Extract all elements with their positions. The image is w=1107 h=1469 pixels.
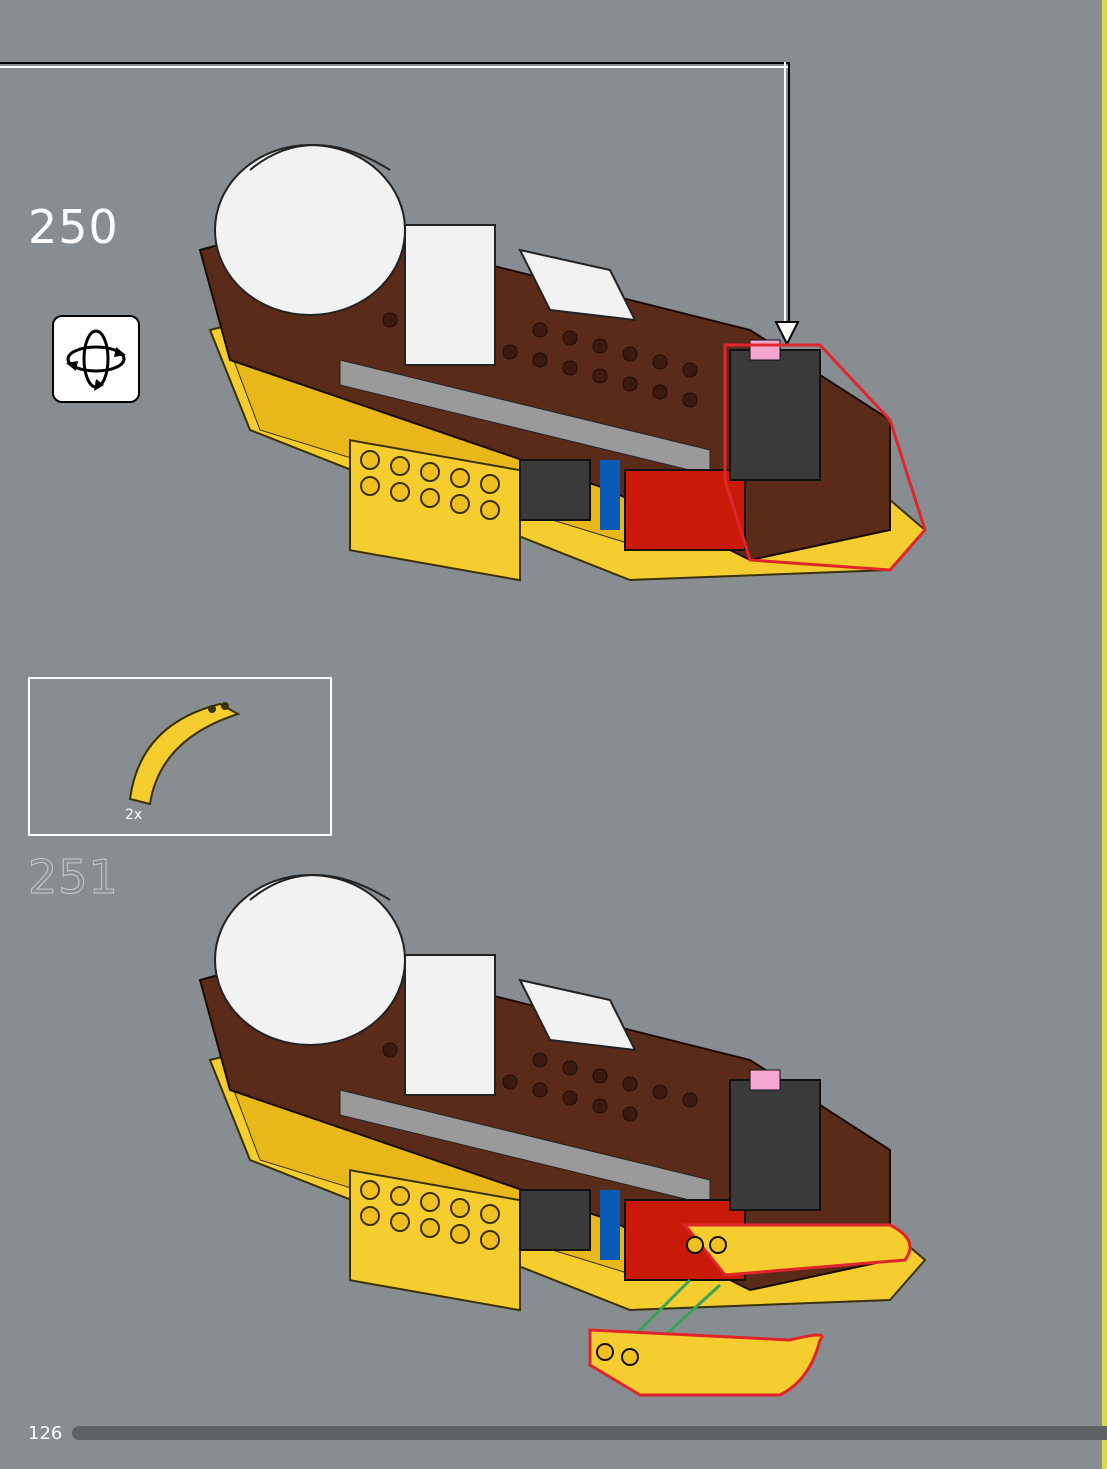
part-quantity: 2x bbox=[125, 807, 142, 823]
step-number-250: 250 bbox=[28, 200, 119, 254]
step-251-model bbox=[190, 860, 930, 1400]
step-250-model bbox=[190, 130, 930, 590]
step-number-251: 251 bbox=[28, 850, 119, 904]
page-number: 126 bbox=[28, 1423, 62, 1444]
parts-callout-box: 2x bbox=[28, 677, 332, 836]
rotate-model-icon bbox=[54, 317, 138, 401]
curved-arch-brick-icon bbox=[120, 694, 250, 809]
rotate-model-badge bbox=[52, 315, 140, 403]
page-progress-bar bbox=[72, 1426, 1107, 1440]
callout-line-horizontal bbox=[0, 62, 790, 68]
page-edge-strip bbox=[1102, 0, 1107, 1469]
